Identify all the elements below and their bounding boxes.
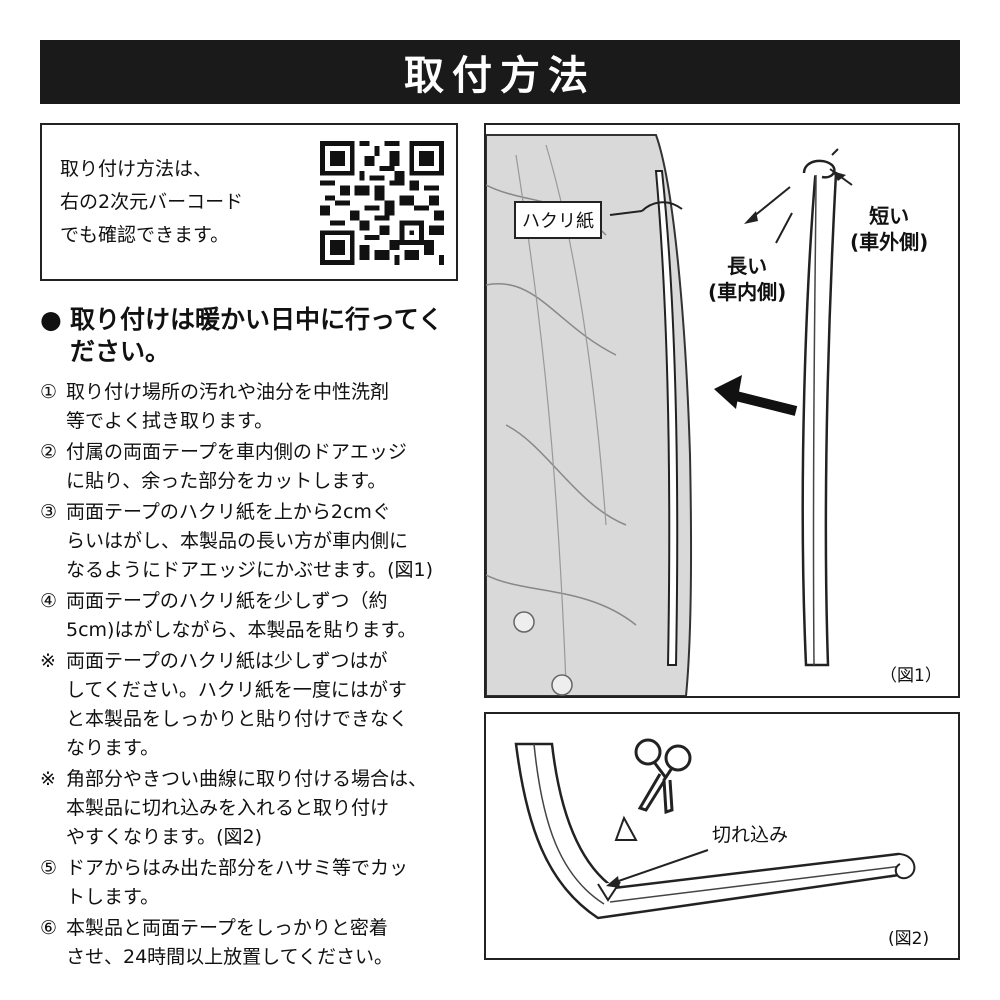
step-marker: ※	[40, 650, 56, 672]
step-line: やすくなります。(図2)	[66, 826, 263, 848]
qr-note-line: 右の2次元バーコード	[60, 191, 244, 213]
step-line: と本製品をしっかりと貼り付けできなく	[66, 708, 409, 730]
label-short-text: 短い	[869, 204, 910, 228]
step-line: なります。	[66, 737, 160, 759]
figure-1-caption: （図1）	[880, 666, 942, 686]
step-line: させ、24時間以上放置してください。	[66, 946, 394, 968]
label-long-text: 長い	[727, 254, 768, 278]
step-marker: ④	[40, 590, 58, 612]
label-short-side: 短い (車外側)	[850, 203, 928, 255]
step-line: 両面テープのハクリ紙を上から2cmぐ	[66, 501, 391, 523]
label-short-sub: (車外側)	[850, 230, 929, 254]
heading-line: ださい。	[70, 337, 171, 366]
title-banner: 取付方法	[40, 40, 960, 104]
qr-code-icon[interactable]	[320, 141, 444, 265]
instructions: ● 取り付けは暖かい日中に行ってく ださい。 ① 取り付け場所の汚れや油分を中性洗…	[40, 304, 470, 972]
step-item: ⑤ ドアからはみ出た部分をハサミ等でカットします。	[40, 854, 470, 912]
step-line: なるようにドアエッジにかぶせます。(図1)	[66, 559, 434, 581]
step-line: 本製品に切れ込みを入れると取り付け	[66, 797, 390, 819]
figure-2-caption: (図2)	[888, 929, 930, 949]
step-line: に貼り、余った部分をカットします。	[66, 470, 387, 492]
step-line: してください。ハクリ紙を一度にはがす	[66, 679, 407, 701]
label-long-side: 長い (車内側)	[708, 253, 786, 305]
bullet-icon: ●	[40, 305, 62, 334]
heading-line: 取り付けは暖かい日中に行ってく	[70, 305, 444, 334]
step-item: ※ 角部分やきつい曲線に取り付ける場合は、本製品に切れ込みを入れると取り付けやすく…	[40, 765, 470, 852]
step-item: ※ 両面テープのハクリ紙は少しずつはがしてください。ハクリ紙を一度にはがすと本製品…	[40, 647, 470, 763]
qr-note-line: 取り付け方法は、	[60, 158, 213, 180]
corner-cut-illustration	[514, 742, 916, 920]
step-line: トします。	[66, 886, 160, 908]
step-marker: ⑥	[40, 917, 58, 939]
step-line: 取り付け場所の汚れや油分を中性洗剤	[66, 381, 390, 403]
step-marker: ⑤	[40, 857, 58, 879]
scissors-icon	[634, 738, 692, 814]
door-edge-illustration	[486, 134, 853, 696]
step-line: 等でよく拭き取ります。	[66, 410, 274, 432]
figure-1: ハクリ紙 長い (車内側) 短い (車外側) （図1）	[484, 123, 960, 698]
step-item: ④ 両面テープのハクリ紙を少しずつ（約 5cm)はがしながら、本製品を貼ります。	[40, 587, 470, 645]
step-marker: ②	[40, 441, 58, 463]
step-line: 付属の両面テープを車内側のドアエッジ	[66, 441, 407, 463]
instruction-heading: ● 取り付けは暖かい日中に行ってく ださい。	[40, 304, 470, 368]
step-line: 5cm)はがしながら、本製品を貼ります。	[66, 619, 417, 641]
page-title: 取付方法	[404, 53, 596, 99]
qr-note-box: 取り付け方法は、 右の2次元バーコード でも確認できます。	[40, 123, 458, 281]
step-line: ドアからはみ出た部分をハサミ等でカッ	[66, 857, 409, 879]
qr-note-line: でも確認できます。	[60, 224, 230, 246]
step-line: 両面テープのハクリ紙を少しずつ（約	[66, 590, 388, 612]
label-cut: 切れ込み	[712, 824, 789, 846]
step-marker: ※	[40, 768, 56, 790]
qr-note-text: 取り付け方法は、 右の2次元バーコード でも確認できます。	[60, 153, 243, 252]
step-item: ① 取り付け場所の汚れや油分を中性洗剤等でよく拭き取ります。	[40, 378, 470, 436]
step-line: らいはがし、本製品の長い方が車内側に	[66, 530, 409, 552]
figure-2: 切れ込み (図2)	[484, 712, 960, 960]
step-line: 本製品と両面テープをしっかりと密着	[66, 917, 388, 939]
step-marker: ③	[40, 501, 58, 523]
label-hakuri-paper: ハクリ紙	[514, 201, 602, 239]
label-long-sub: (車内側)	[708, 280, 787, 304]
step-marker: ①	[40, 381, 58, 403]
step-line: 角部分やきつい曲線に取り付ける場合は、	[66, 768, 428, 790]
step-line: 両面テープのハクリ紙は少しずつはが	[66, 650, 388, 672]
step-item: ② 付属の両面テープを車内側のドアエッジに貼り、余った部分をカットします。	[40, 438, 470, 496]
step-item: ⑥ 本製品と両面テープをしっかりと密着させ、24時間以上放置してください。	[40, 914, 470, 972]
step-item: ③ 両面テープのハクリ紙を上から2cmぐらいはがし、本製品の長い方が車内側になるよ…	[40, 498, 470, 585]
step-list: ① 取り付け場所の汚れや油分を中性洗剤等でよく拭き取ります。 ② 付属の両面テープを…	[40, 378, 470, 972]
